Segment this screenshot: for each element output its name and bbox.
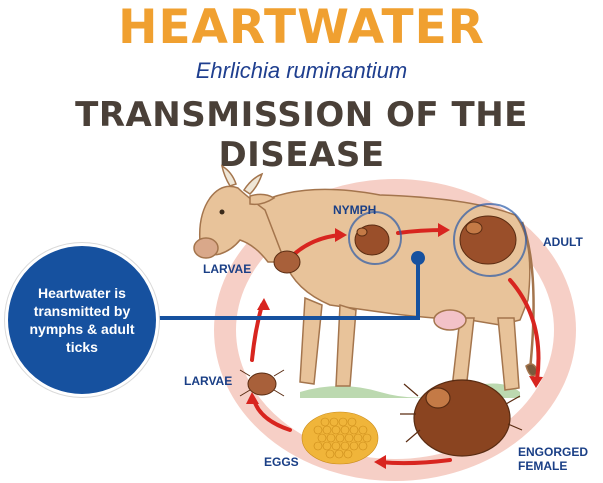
label-engorged-line2: FEMALE: [518, 459, 588, 473]
cow-eye: [220, 210, 225, 215]
label-engorged-female: ENGORGED FEMALE: [518, 445, 588, 473]
callout-text: Heartwater is transmitted by nymphs & ad…: [23, 284, 141, 356]
adult-tick: [460, 216, 516, 264]
larvae-top-tick: [274, 251, 300, 273]
label-nymph: NYMPH: [333, 203, 376, 217]
eggs-cluster: [302, 412, 378, 464]
callout-circle: Heartwater is transmitted by nymphs & ad…: [5, 243, 159, 397]
nymph-tick: [355, 225, 389, 255]
label-adult: ADULT: [543, 235, 583, 249]
label-engorged-line1: ENGORGED: [518, 445, 588, 459]
label-eggs: EGGS: [264, 455, 299, 469]
label-larvae-bottom: LARVAE: [184, 374, 232, 388]
label-larvae-top: LARVAE: [203, 262, 251, 276]
callout-anchor: [411, 251, 425, 265]
